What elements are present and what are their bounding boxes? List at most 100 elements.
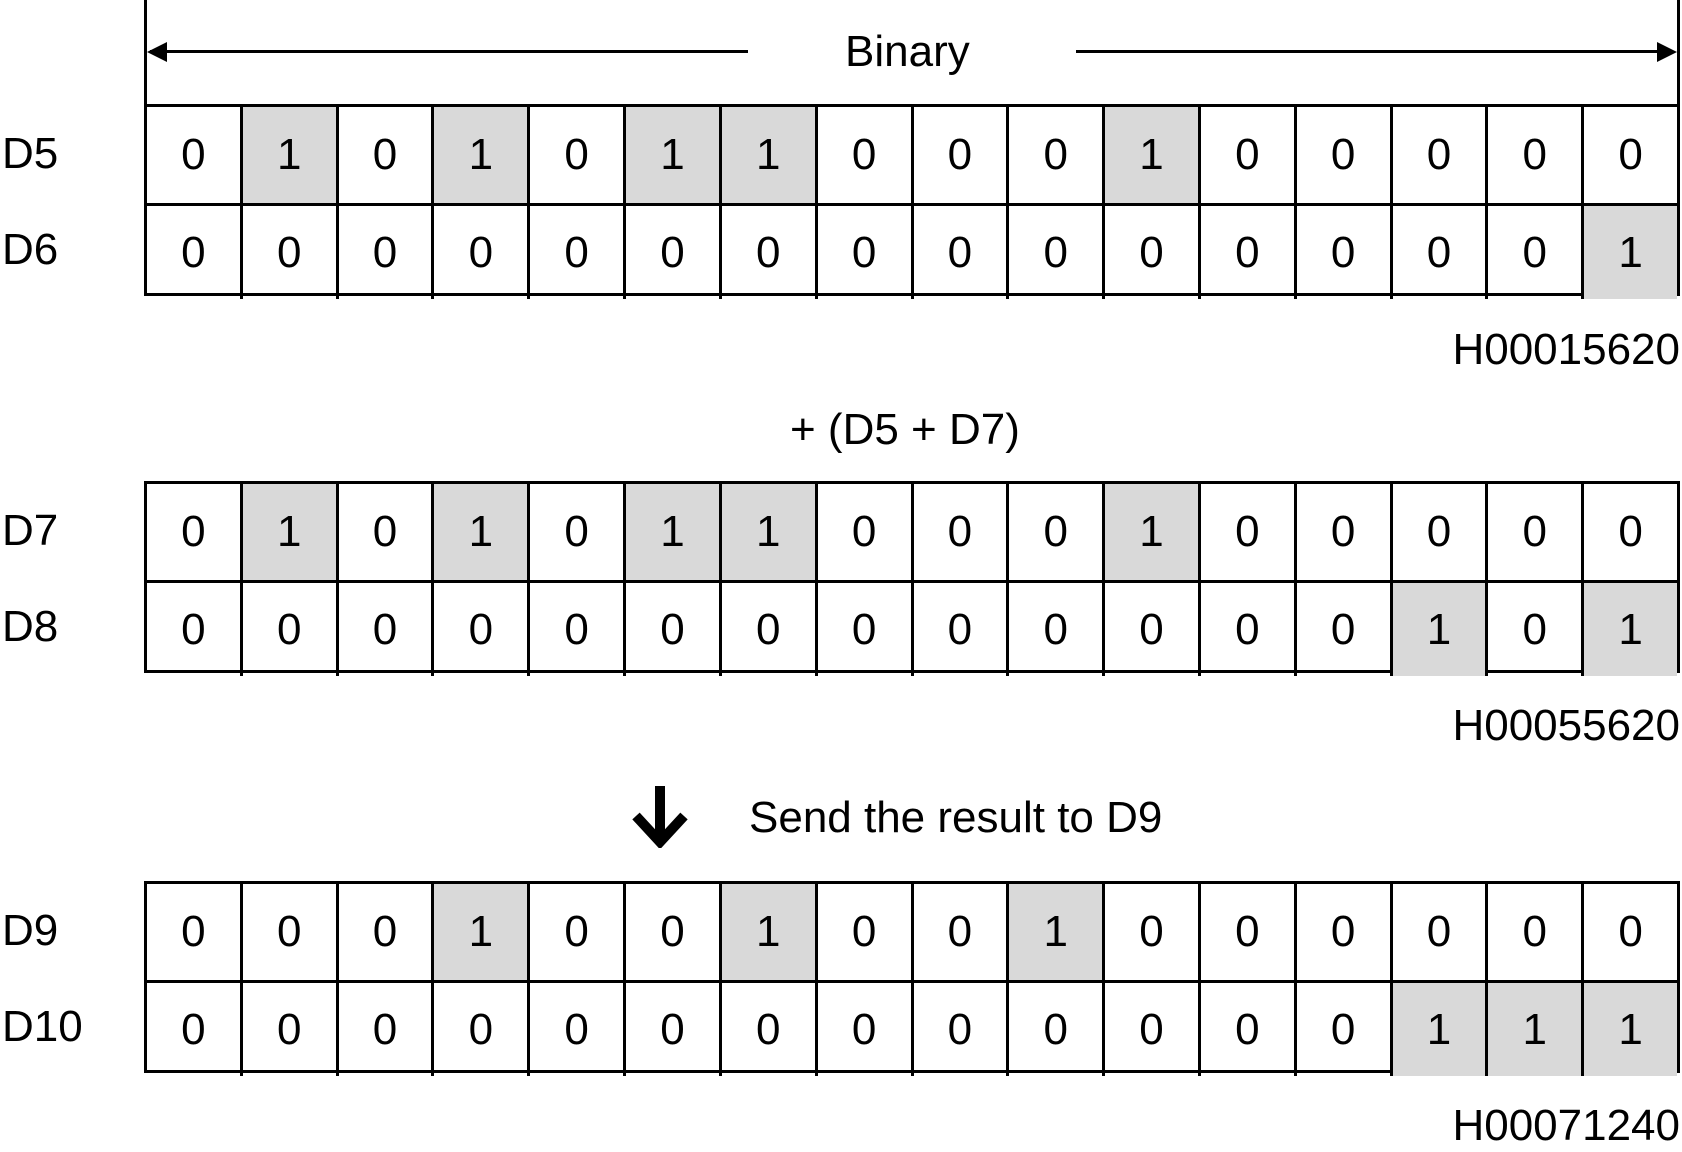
bit-cell: 0 bbox=[1581, 484, 1677, 580]
bit-cell: 0 bbox=[814, 484, 911, 580]
bit-cell: 0 bbox=[335, 484, 432, 580]
bit-cell: 0 bbox=[814, 583, 911, 676]
bit-cell: 1 bbox=[1581, 983, 1677, 1076]
bit-cell: 0 bbox=[1006, 583, 1102, 676]
bit-cell: 1 bbox=[718, 107, 815, 203]
bit-cell: 0 bbox=[1389, 484, 1486, 580]
bit-cell: 0 bbox=[1485, 206, 1581, 299]
bit-cell: 0 bbox=[1102, 983, 1198, 1076]
register-label: D10 bbox=[2, 1002, 83, 1051]
bit-cell: 0 bbox=[335, 206, 432, 299]
bit-cell: 0 bbox=[527, 983, 623, 1076]
bit-cell: 0 bbox=[623, 983, 719, 1076]
bit-cell: 0 bbox=[623, 884, 719, 980]
register-label: D9 bbox=[2, 906, 59, 955]
bit-cell: 0 bbox=[1293, 583, 1390, 676]
bit-cell: 1 bbox=[1389, 583, 1486, 676]
bit-cell: 0 bbox=[181, 1004, 206, 1054]
arrow-right-head-icon bbox=[1657, 42, 1677, 62]
bit-cell: 0 bbox=[181, 907, 206, 956]
hex-value-1: H00015620 bbox=[1452, 325, 1680, 374]
bit-cell: 0 bbox=[1581, 107, 1677, 203]
bit-cell: 0 bbox=[718, 583, 815, 676]
bit-cell: 1 bbox=[1389, 983, 1486, 1076]
binary-label: Binary bbox=[845, 27, 970, 76]
bit-cell: 0 bbox=[527, 107, 623, 203]
bit-cell: 0 bbox=[335, 884, 432, 980]
bit-cell: 0 bbox=[1293, 983, 1390, 1076]
bit-cell: 0 bbox=[181, 130, 206, 179]
bit-cell: 0 bbox=[527, 583, 623, 676]
bit-cell: 0 bbox=[181, 507, 206, 556]
bit-cell: 0 bbox=[1293, 884, 1390, 980]
bit-cell: 0 bbox=[1102, 884, 1198, 980]
bit-cell: 1 bbox=[1581, 206, 1677, 299]
bit-cell: 1 bbox=[431, 884, 528, 980]
bit-cell: 0 bbox=[1006, 484, 1102, 580]
bit-cell: 0 bbox=[431, 583, 527, 676]
bit-cell: 1 bbox=[623, 107, 719, 203]
bit-cell: 1 bbox=[1485, 983, 1582, 1076]
register-label: D6 bbox=[2, 225, 59, 274]
bit-cell: 0 bbox=[1006, 206, 1102, 299]
bit-cell: 0 bbox=[431, 983, 527, 1076]
bit-cell: 1 bbox=[431, 107, 528, 203]
bit-cell: 0 bbox=[1389, 107, 1486, 203]
bit-cell: 1 bbox=[1581, 583, 1677, 676]
bit-cell: 0 bbox=[1485, 484, 1581, 580]
bit-cell: 0 bbox=[814, 206, 911, 299]
bit-cell: 0 bbox=[718, 983, 815, 1076]
bit-cell: 0 bbox=[335, 107, 432, 203]
bit-cell: 0 bbox=[1293, 484, 1390, 580]
bit-cell: 0 bbox=[1485, 884, 1581, 980]
bit-cell: 0 bbox=[239, 983, 336, 1076]
arrow-left-head-icon bbox=[147, 42, 167, 62]
bit-cell: 0 bbox=[1197, 983, 1294, 1076]
bit-cell: 0 bbox=[814, 107, 911, 203]
bit-cell: 0 bbox=[1197, 206, 1294, 299]
bit-cell: 0 bbox=[431, 206, 527, 299]
bit-cell: 0 bbox=[1581, 884, 1677, 980]
bit-cell: 0 bbox=[814, 983, 911, 1076]
bit-cell: 0 bbox=[527, 884, 623, 980]
bit-cell: 0 bbox=[1197, 583, 1294, 676]
bit-cell: 0 bbox=[910, 884, 1007, 980]
bit-cell: 1 bbox=[718, 884, 815, 980]
bit-cell: 1 bbox=[623, 484, 719, 580]
operation-label: + (D5 + D7) bbox=[790, 405, 1020, 454]
bit-cell: 0 bbox=[527, 484, 623, 580]
bit-cell: 1 bbox=[1102, 107, 1198, 203]
bracket-left-edge bbox=[144, 0, 147, 104]
bit-cell: 0 bbox=[910, 583, 1007, 676]
bit-cell: 0 bbox=[335, 983, 432, 1076]
bit-cell: 1 bbox=[718, 484, 815, 580]
bit-cell: 0 bbox=[1293, 206, 1390, 299]
bit-cell: 0 bbox=[1197, 484, 1294, 580]
hex-value-2: H00055620 bbox=[1452, 701, 1680, 750]
bit-cell: 1 bbox=[1102, 484, 1198, 580]
bit-cell: 0 bbox=[239, 206, 336, 299]
arrow-left-line bbox=[150, 50, 748, 53]
bit-cell: 0 bbox=[718, 206, 815, 299]
result-text: Send the result to D9 bbox=[749, 793, 1163, 842]
bit-cell: 0 bbox=[1197, 884, 1294, 980]
bit-cell: 0 bbox=[239, 884, 336, 980]
bit-cell: 0 bbox=[910, 107, 1007, 203]
bracket-right-edge bbox=[1677, 0, 1680, 104]
arrow-right-line bbox=[1076, 50, 1672, 53]
bit-cell: 0 bbox=[910, 484, 1007, 580]
bit-cell: 1 bbox=[239, 107, 336, 203]
bit-cell: 0 bbox=[1485, 107, 1581, 203]
bit-cell: 0 bbox=[335, 583, 432, 676]
bit-cell: 0 bbox=[239, 583, 336, 676]
bit-cell: 1 bbox=[239, 484, 336, 580]
